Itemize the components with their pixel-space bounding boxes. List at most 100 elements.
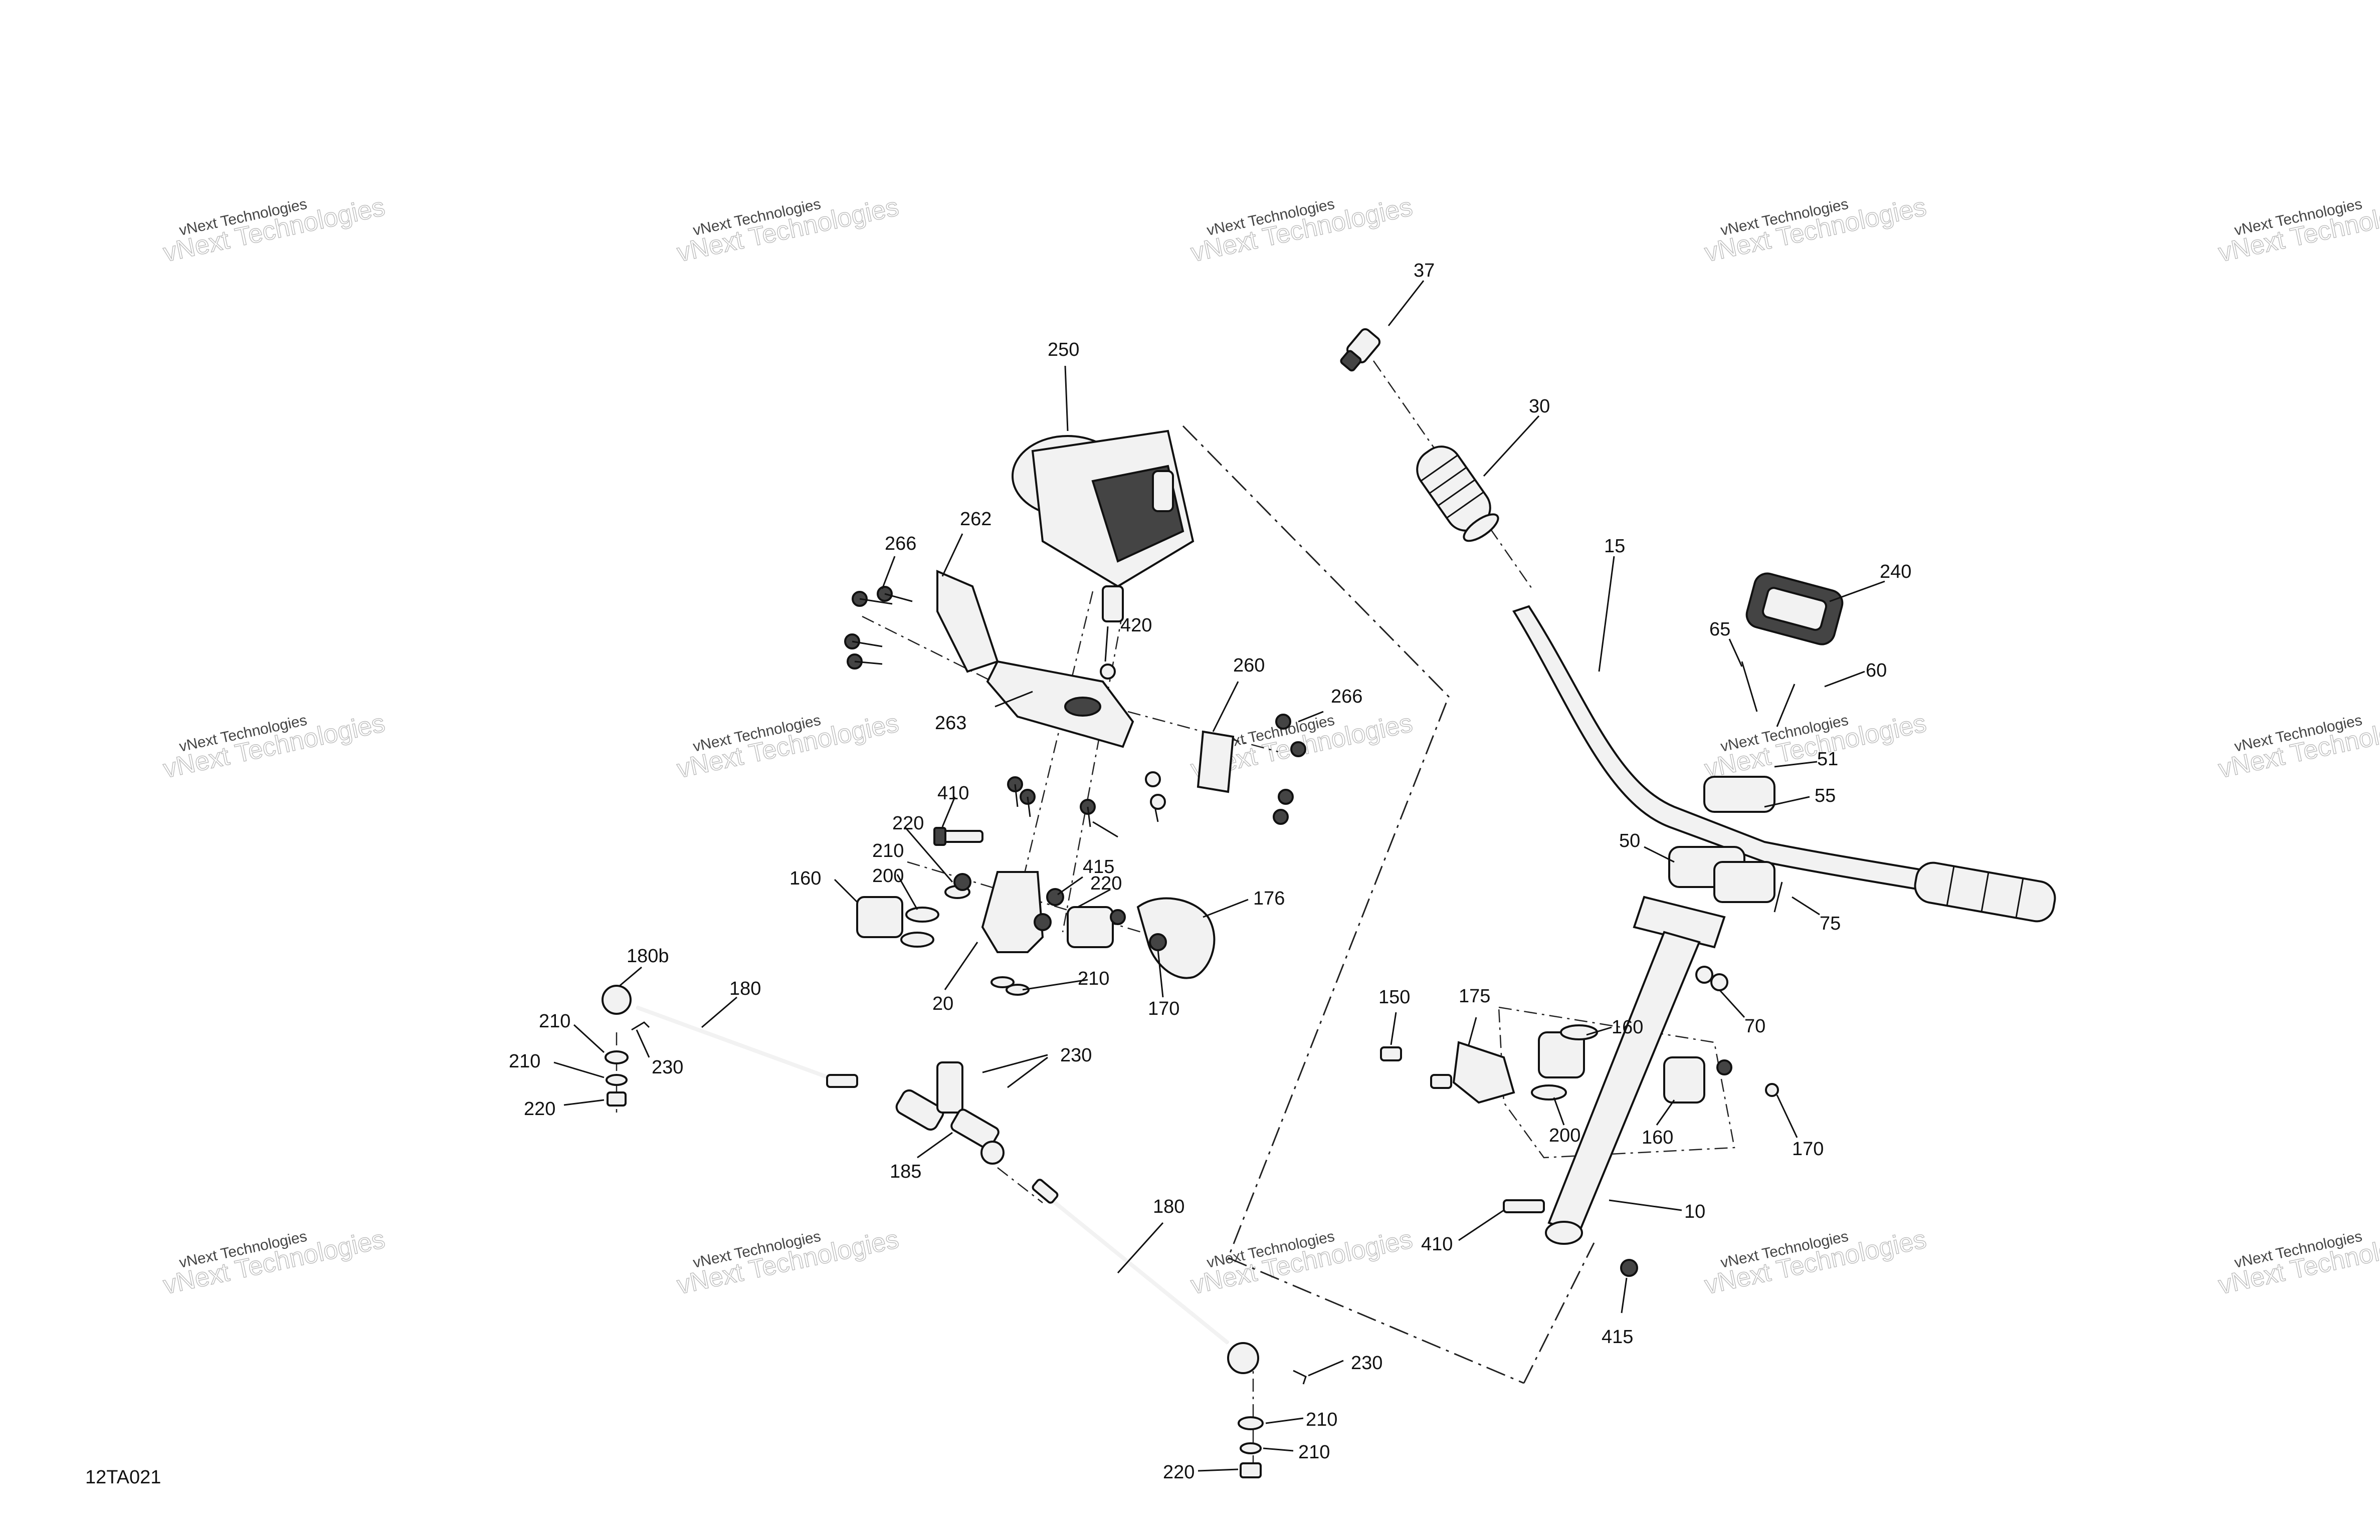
callout-label: 240: [1880, 561, 1911, 582]
handlebar-grip: [1416, 446, 1499, 542]
bushing-220: [1067, 906, 1114, 948]
watermark: vNext Technologies vNext Technologies: [160, 708, 388, 784]
callout-label: 160: [1612, 1017, 1643, 1038]
callout-label: 180: [1153, 1196, 1184, 1217]
nut-420: [1100, 664, 1116, 680]
cover-176: [1136, 897, 1216, 979]
washer-210: [606, 1074, 628, 1086]
ring-200: [1560, 1024, 1598, 1040]
bolt-410: [933, 827, 983, 846]
callout-label: 415: [1602, 1327, 1633, 1348]
bolt-75: [1773, 882, 1783, 913]
nut-170b: [1765, 1083, 1779, 1097]
column-plate: [1633, 896, 1726, 949]
callout-label: 70: [1744, 1016, 1765, 1037]
callout-label: 210: [1298, 1442, 1330, 1463]
assembly-axis-column: [1523, 1242, 1595, 1384]
callout-label: 65: [1709, 619, 1730, 640]
callouts: 37 30 15 240 65 60 51 55 50 75 70 250 26…: [509, 260, 1911, 1483]
bracket-260: [1197, 730, 1235, 793]
callout-label: 176: [1253, 888, 1285, 909]
power-steering-unit: [1012, 429, 1195, 622]
callout-label: 230: [652, 1057, 683, 1078]
bracket-262: [936, 569, 999, 673]
nut-70: [1695, 966, 1713, 984]
callout-label: 263: [935, 713, 966, 734]
bolt-60: [1776, 684, 1796, 727]
bolt-65: [1741, 661, 1758, 712]
callout-label: 266: [1331, 686, 1362, 707]
nut-170: [1716, 1059, 1732, 1075]
bracket-263-hole: [1064, 697, 1101, 717]
washer-210: [1238, 1416, 1264, 1430]
callout-label: 220: [1090, 873, 1122, 894]
watermark: vNext Technologies vNext Technologies: [2216, 192, 2380, 268]
cotter-pin-230: [631, 1021, 650, 1031]
washer-210: [990, 976, 1015, 988]
callout-label: 220: [892, 813, 924, 834]
watermark: vNext Technologies vNext Technologies: [674, 708, 902, 784]
callout-label: 210: [509, 1051, 540, 1072]
callout-label: 410: [1421, 1234, 1453, 1255]
nut-415: [1620, 1259, 1638, 1277]
watermark: vNext Technologies vNext Technologies: [1702, 1224, 1929, 1300]
assembly-boundary: [1182, 425, 1524, 1384]
callout-label: 175: [1459, 986, 1490, 1007]
clamp-base: [1713, 861, 1775, 903]
watermark: vNext Technologies vNext Technologies: [674, 192, 902, 268]
callout-label: 420: [1120, 615, 1152, 636]
bracket-263: [986, 660, 1134, 748]
bushing-160: [856, 896, 903, 938]
callout-label: 250: [1048, 339, 1079, 360]
nut-220: [1240, 1462, 1262, 1478]
nut-220: [607, 1091, 627, 1107]
cotter-pin-230: [1293, 1370, 1307, 1385]
watermarks: vNext Technologies vNext Technologies vN…: [160, 192, 2380, 1300]
callout-label: 51: [1817, 749, 1838, 770]
callout-label: 210: [1078, 968, 1109, 989]
callout-label: 10: [1684, 1201, 1705, 1222]
callout-label: 150: [1378, 987, 1410, 1008]
leader-lines: [553, 280, 1885, 1472]
ring-200: [900, 932, 934, 948]
bolt-150b: [1430, 1074, 1452, 1089]
watermark: vNext Technologies vNext Technologies: [1702, 708, 1929, 784]
tie-rod-upper: [602, 985, 858, 1088]
gearbox-axis-2: [1062, 611, 1124, 933]
callout-label: 170: [1792, 1139, 1824, 1160]
nut-220: [953, 873, 971, 891]
steering-lever: [981, 871, 1044, 953]
tie-rod-lower: [1032, 1179, 1259, 1374]
callout-label: 160: [789, 868, 821, 889]
bolts-266: [844, 586, 1306, 827]
column-bottom: [1545, 1221, 1583, 1245]
callout-label: 180b: [627, 946, 669, 967]
callout-label: 410: [937, 783, 969, 804]
callout-label: 210: [1306, 1409, 1337, 1430]
nut-420: [1150, 794, 1166, 810]
callout-label: 260: [1233, 655, 1265, 676]
bracket-axis: [862, 615, 1003, 688]
watermark: vNext Technologies vNext Technologies: [1188, 1224, 1416, 1300]
parts: [602, 328, 2056, 1478]
callout-label: 37: [1414, 260, 1435, 281]
watermark: vNext Technologies vNext Technologies: [1188, 192, 1416, 268]
callout-label: 262: [960, 509, 991, 530]
callout-label: 180: [729, 978, 761, 999]
callout-label: 30: [1529, 396, 1550, 417]
callout-label: 185: [890, 1161, 921, 1182]
drawing-code: 12TA021: [85, 1467, 161, 1488]
nut: [1034, 913, 1052, 931]
gearbox-axis-1: [1017, 591, 1094, 903]
handlebar-switch: [1745, 572, 1844, 645]
callout-label: 75: [1820, 913, 1841, 934]
callout-label: 415: [1083, 856, 1114, 877]
callout-label: 50: [1619, 830, 1640, 851]
nut-420: [1145, 771, 1161, 787]
bolt-410: [1503, 1199, 1545, 1213]
ring-200: [905, 907, 939, 923]
callout-label: 210: [872, 840, 904, 861]
callout-label: 220: [1163, 1462, 1195, 1483]
handlebar-clamp-55: [1703, 776, 1775, 813]
